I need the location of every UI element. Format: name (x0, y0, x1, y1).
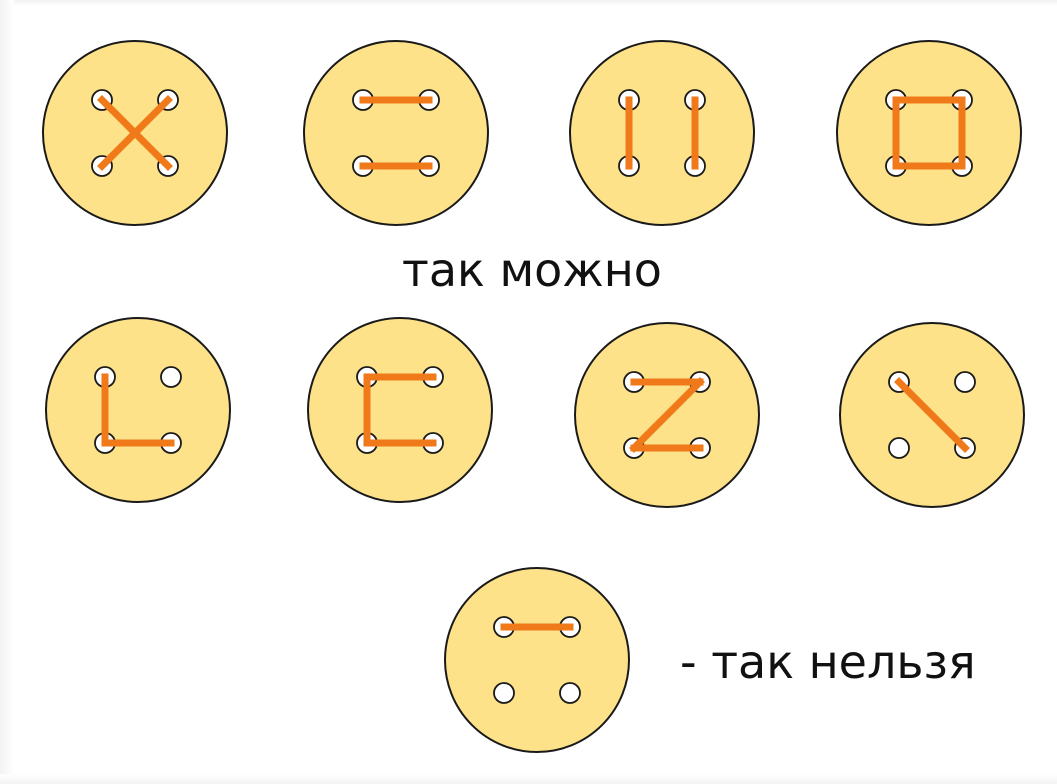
button-single-diagonal (840, 323, 1024, 507)
forbidden-caption: - так нельзя (680, 635, 976, 689)
button-hole-2 (889, 438, 909, 458)
allowed-caption: так можно (402, 243, 662, 297)
button-body (308, 318, 492, 502)
button-single-top (445, 568, 629, 752)
button-body (570, 41, 754, 225)
button-hole-1 (161, 367, 181, 387)
button-c-shape (308, 318, 492, 502)
button-square (837, 41, 1021, 225)
button-hole-2 (494, 683, 514, 703)
button-body (837, 41, 1021, 225)
button-body (304, 41, 488, 225)
button-l-shape (46, 318, 230, 502)
button-body (46, 318, 230, 502)
button-hole-1 (955, 372, 975, 392)
button-hole-3 (560, 683, 580, 703)
button-cross (43, 41, 227, 225)
button-z-shape (575, 323, 759, 507)
button-two-horizontal (304, 41, 488, 225)
button-body (445, 568, 629, 752)
button-two-vertical (570, 41, 754, 225)
